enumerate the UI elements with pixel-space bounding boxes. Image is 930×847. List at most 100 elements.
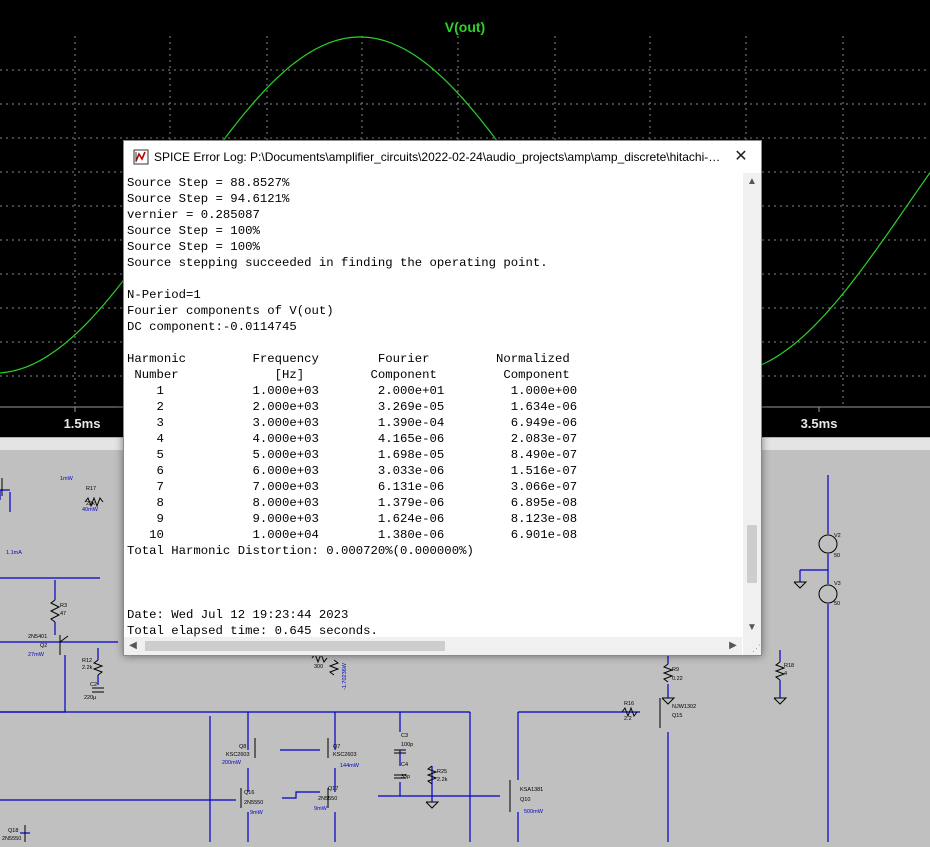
- svg-text:47: 47: [60, 611, 66, 617]
- log-line: 6 6.000e+03 3.033e-06 1.516e-07: [127, 464, 578, 478]
- svg-text:300: 300: [314, 664, 323, 670]
- log-line: [127, 591, 742, 607]
- svg-text:Q2: Q2: [40, 643, 47, 649]
- svg-text:50: 50: [834, 601, 840, 607]
- log-line: Harmonic Frequency Fourier Normalized: [127, 352, 570, 366]
- plot-grid: [0, 36, 930, 407]
- dialog-titlebar[interactable]: SPICE Error Log: P:\Documents\amplifier_…: [124, 141, 761, 173]
- svg-text:9mW: 9mW: [314, 806, 328, 812]
- svg-text:22k: 22k: [86, 501, 95, 507]
- svg-text:R18: R18: [784, 663, 794, 669]
- svg-text:V3: V3: [834, 581, 841, 587]
- vertical-scrollbar[interactable]: ▲ ▼: [743, 173, 761, 637]
- log-line: 2 2.000e+03 3.269e-05 1.634e-06: [127, 400, 578, 414]
- svg-text:200mW: 200mW: [222, 760, 242, 766]
- svg-text:KSA1381: KSA1381: [520, 787, 543, 793]
- svg-text:C3: C3: [401, 733, 408, 739]
- x-tick-label-1: 1.5ms: [64, 416, 101, 431]
- log-line: Source Step = 88.8527%: [127, 176, 290, 190]
- svg-text:500mW: 500mW: [524, 809, 544, 815]
- vertical-scroll-thumb[interactable]: [747, 525, 757, 583]
- close-icon[interactable]: ✕: [734, 148, 748, 165]
- log-text-area[interactable]: Source Step = 88.8527% Source Step = 94.6…: [124, 173, 742, 637]
- svg-text:2.2: 2.2: [624, 716, 632, 722]
- log-line: [127, 271, 742, 287]
- svg-text:KSC2603: KSC2603: [333, 752, 357, 758]
- log-line: N-Period=1: [127, 288, 201, 302]
- dialog-title: SPICE Error Log: P:\Documents\amplifier_…: [154, 150, 724, 164]
- spice-error-log-dialog[interactable]: SPICE Error Log: P:\Documents\amplifier_…: [123, 140, 762, 656]
- scroll-left-icon[interactable]: ◀: [129, 640, 137, 651]
- svg-text:9mW: 9mW: [250, 810, 264, 816]
- svg-text:R17: R17: [86, 486, 96, 492]
- scroll-right-icon[interactable]: ▶: [729, 640, 737, 651]
- svg-text:-1.70236W: -1.70236W: [342, 662, 348, 690]
- schematic-drawing[interactable]: 1mW R17 22k 40mW 1.1mA R3 47 2N5401 Q2 2…: [0, 450, 930, 842]
- log-line: Source Step = 94.6121%: [127, 192, 290, 206]
- svg-text:Q7: Q7: [333, 744, 340, 750]
- svg-text:R9: R9: [672, 667, 679, 673]
- svg-text:2.2k: 2.2k: [437, 777, 448, 783]
- svg-text:Q16: Q16: [244, 790, 254, 796]
- log-line: Total elapsed time: 0.645 seconds.: [127, 624, 378, 637]
- log-line: Fourier components of V(out): [127, 304, 334, 318]
- log-line: 3 3.000e+03 1.390e-04 6.949e-06: [127, 416, 578, 430]
- svg-text:33p: 33p: [401, 774, 410, 780]
- log-line: Date: Wed Jul 12 19:23:44 2023: [127, 608, 349, 622]
- svg-text:KSC2603: KSC2603: [226, 752, 250, 758]
- horizontal-scroll-thumb[interactable]: [145, 641, 445, 651]
- svg-text:R25: R25: [437, 769, 447, 775]
- svg-text:V2: V2: [834, 533, 841, 539]
- svg-text:0.22: 0.22: [672, 676, 683, 682]
- svg-text:R16: R16: [624, 701, 634, 707]
- svg-text:Q18: Q18: [8, 828, 18, 834]
- log-line: 5 5.000e+03 1.698e-05 8.490e-07: [127, 448, 578, 462]
- log-line: [127, 575, 742, 591]
- log-line: Source Step = 100%: [127, 224, 260, 238]
- svg-text:NJW1302: NJW1302: [672, 704, 696, 710]
- component-labels: 1mW R17 22k 40mW 1.1mA R3 47 2N5401 Q2 2…: [2, 476, 841, 842]
- svg-text:220µ: 220µ: [84, 695, 97, 701]
- log-line: 7 7.000e+03 6.131e-06 3.066e-07: [127, 480, 578, 494]
- svg-text:Q8: Q8: [239, 744, 246, 750]
- svg-text:2N5550: 2N5550: [318, 796, 337, 802]
- svg-text:R12: R12: [82, 658, 92, 664]
- log-line: 8 8.000e+03 1.379e-06 6.895e-08: [127, 496, 578, 510]
- svg-text:C4: C4: [401, 762, 408, 768]
- log-line: Total Harmonic Distortion: 0.000720%(0.0…: [127, 544, 474, 558]
- svg-text:144mW: 144mW: [340, 763, 360, 769]
- svg-text:40mW: 40mW: [82, 507, 99, 513]
- log-line: 4 4.000e+03 4.165e-06 2.083e-07: [127, 432, 578, 446]
- log-line: DC component:-0.0114745: [127, 320, 297, 334]
- svg-text:50: 50: [834, 553, 840, 559]
- x-tick-label-2: 3.5ms: [801, 416, 838, 431]
- schematic-components: [1, 478, 838, 842]
- svg-text:2.2k: 2.2k: [82, 665, 93, 671]
- horizontal-scrollbar[interactable]: ◀ ▶: [124, 637, 742, 655]
- log-line: [127, 559, 742, 575]
- ground-symbols: [425, 581, 808, 809]
- svg-text:Q17: Q17: [328, 786, 338, 792]
- scroll-up-icon[interactable]: ▲: [747, 176, 757, 187]
- svg-text:1mW: 1mW: [60, 476, 74, 482]
- svg-text:2N5550: 2N5550: [244, 800, 263, 806]
- svg-text:100p: 100p: [401, 742, 413, 748]
- resize-grip-icon[interactable]: ⋰: [743, 637, 761, 655]
- svg-text:R3: R3: [60, 603, 67, 609]
- log-line: Source Step = 100%: [127, 240, 260, 254]
- svg-text:C2: C2: [90, 682, 97, 688]
- log-content: Source Step = 88.8527% Source Step = 94.6…: [124, 173, 742, 637]
- log-line: 10 1.000e+04 1.380e-06 6.901e-08: [127, 528, 578, 542]
- log-line: [127, 335, 742, 351]
- log-line: 1 1.000e+03 2.000e+01 1.000e+00: [127, 384, 578, 398]
- schematic-wires: [0, 475, 829, 842]
- scroll-down-icon[interactable]: ▼: [747, 622, 757, 633]
- log-line: Number [Hz] Component Component: [127, 368, 570, 382]
- ltspice-app-icon: [133, 149, 149, 165]
- svg-text:2N5401: 2N5401: [28, 634, 47, 640]
- log-line: Source stepping succeeded in finding the…: [127, 256, 548, 270]
- svg-text:4: 4: [784, 671, 787, 677]
- svg-text:1.1mA: 1.1mA: [6, 550, 22, 556]
- log-line: vernier = 0.285087: [127, 208, 260, 222]
- svg-text:2N5550: 2N5550: [2, 836, 21, 842]
